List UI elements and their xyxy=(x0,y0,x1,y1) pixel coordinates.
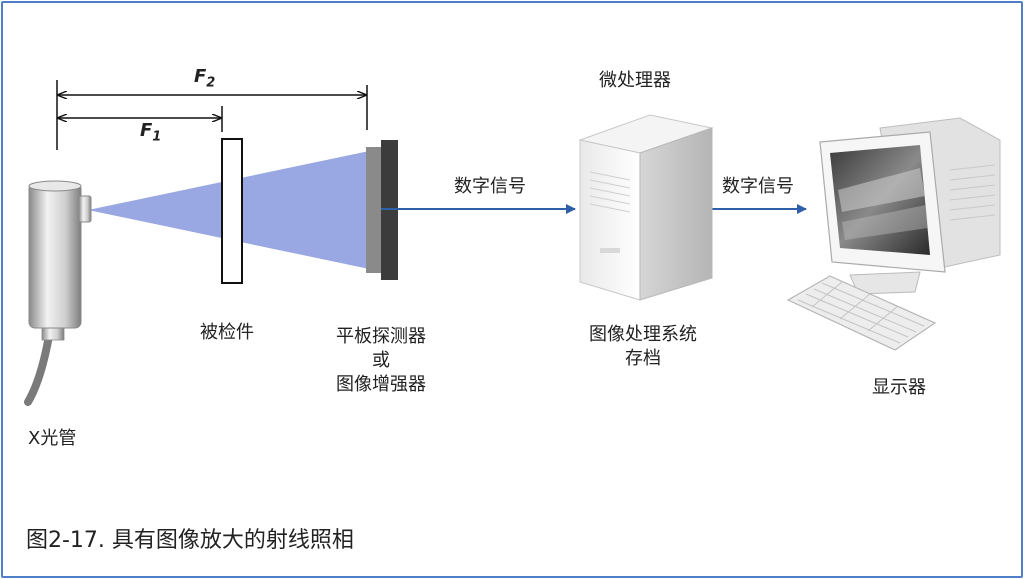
xray-tube-icon xyxy=(24,180,92,406)
image-system-label-line1: 图像处理系统 xyxy=(589,324,697,345)
detector-label: 平板探测器 或 图像增强器 xyxy=(326,325,436,397)
detector-label-line1: 平板探测器 xyxy=(336,326,426,347)
image-system-label-line2: 存档 xyxy=(625,348,661,369)
xray-tube-label: X光管 xyxy=(28,428,77,449)
f1-symbol: F1 xyxy=(140,120,162,145)
keyboard-icon xyxy=(786,275,937,351)
digital-signal-label-2: 数字信号 xyxy=(722,176,794,197)
dimension-lines xyxy=(56,80,368,150)
specimen-plate-icon xyxy=(221,138,243,284)
computer-tower-icon xyxy=(578,114,714,301)
microprocessor-label: 微处理器 xyxy=(599,70,671,91)
display-label: 显示器 xyxy=(872,377,926,398)
figure-caption: 图2-17. 具有图像放大的射线照相 xyxy=(26,528,354,553)
image-system-label: 图像处理系统 存档 xyxy=(583,323,703,371)
detector-label-line3: 图像增强器 xyxy=(336,374,426,395)
digital-signal-label-1: 数字信号 xyxy=(454,176,526,197)
f2-symbol: F2 xyxy=(194,66,216,91)
crt-monitor-icon xyxy=(819,117,1001,295)
detector-label-line2: 或 xyxy=(372,350,390,371)
specimen-label: 被检件 xyxy=(200,322,254,343)
